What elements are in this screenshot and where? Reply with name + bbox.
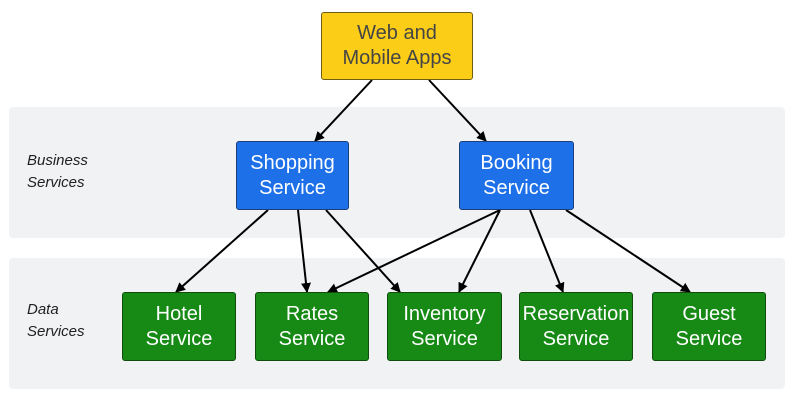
edge-booking-to-rates <box>327 209 501 293</box>
data-services-label-line-2: Services <box>27 323 85 340</box>
edge-shopping-to-inventory <box>325 209 401 293</box>
hotel-service-node: Hotel Service <box>122 292 236 361</box>
web-mobile-apps-label-line-1: Web and <box>357 22 437 44</box>
guest-service-node: Guest Service <box>652 292 766 361</box>
booking-service-node: Booking Service <box>459 141 574 210</box>
hotel-service-label-line-2: Service <box>145 327 213 350</box>
web-mobile-apps-node: Web and Mobile Apps <box>321 12 473 80</box>
rates-service-label-line-1: Rates <box>285 302 339 325</box>
reservation-service-node: Reservation Service <box>519 292 633 361</box>
data-services-label: Data Services <box>27 299 85 343</box>
business-services-label: Business Services <box>27 150 88 194</box>
inventory-service-label-line-2: Service <box>411 327 478 350</box>
reservation-service-label-line-1: Reservation <box>522 302 630 325</box>
rates-service-node: Rates Service <box>255 292 369 361</box>
reservation-service-label-line-2: Service <box>542 327 610 350</box>
edge-shopping-to-rates <box>297 209 311 293</box>
shopping-service-label-line-1: Shopping <box>250 151 335 174</box>
data-services-label-line-1: Data <box>27 301 59 318</box>
inventory-service-label-line-1: Inventory <box>403 302 486 325</box>
guest-service-label-line-1: Guest <box>682 302 736 325</box>
edge-shopping-to-hotel <box>175 209 269 293</box>
edge-booking-to-inventory <box>458 209 501 293</box>
shopping-service-label-line-2: Service <box>259 176 326 199</box>
business-services-band <box>9 107 785 238</box>
edge-booking-to-reservation <box>529 209 565 293</box>
business-services-label-line-2: Services <box>27 174 85 191</box>
edge-apps-to-shopping <box>314 79 373 142</box>
booking-service-label-line-1: Booking <box>480 151 553 174</box>
hotel-service-label-line-1: Hotel <box>155 302 203 325</box>
guest-service-label-line-2: Service <box>675 327 743 350</box>
booking-service-label-line-2: Service <box>483 176 550 199</box>
edge-booking-to-guest <box>565 209 691 293</box>
inventory-service-node: Inventory Service <box>387 292 502 361</box>
shopping-service-node: Shopping Service <box>236 141 349 210</box>
web-mobile-apps-label-line-2: Mobile Apps <box>342 47 452 69</box>
business-services-label-line-1: Business <box>27 152 88 169</box>
edge-apps-to-booking <box>428 79 487 142</box>
rates-service-label-line-2: Service <box>278 327 346 350</box>
